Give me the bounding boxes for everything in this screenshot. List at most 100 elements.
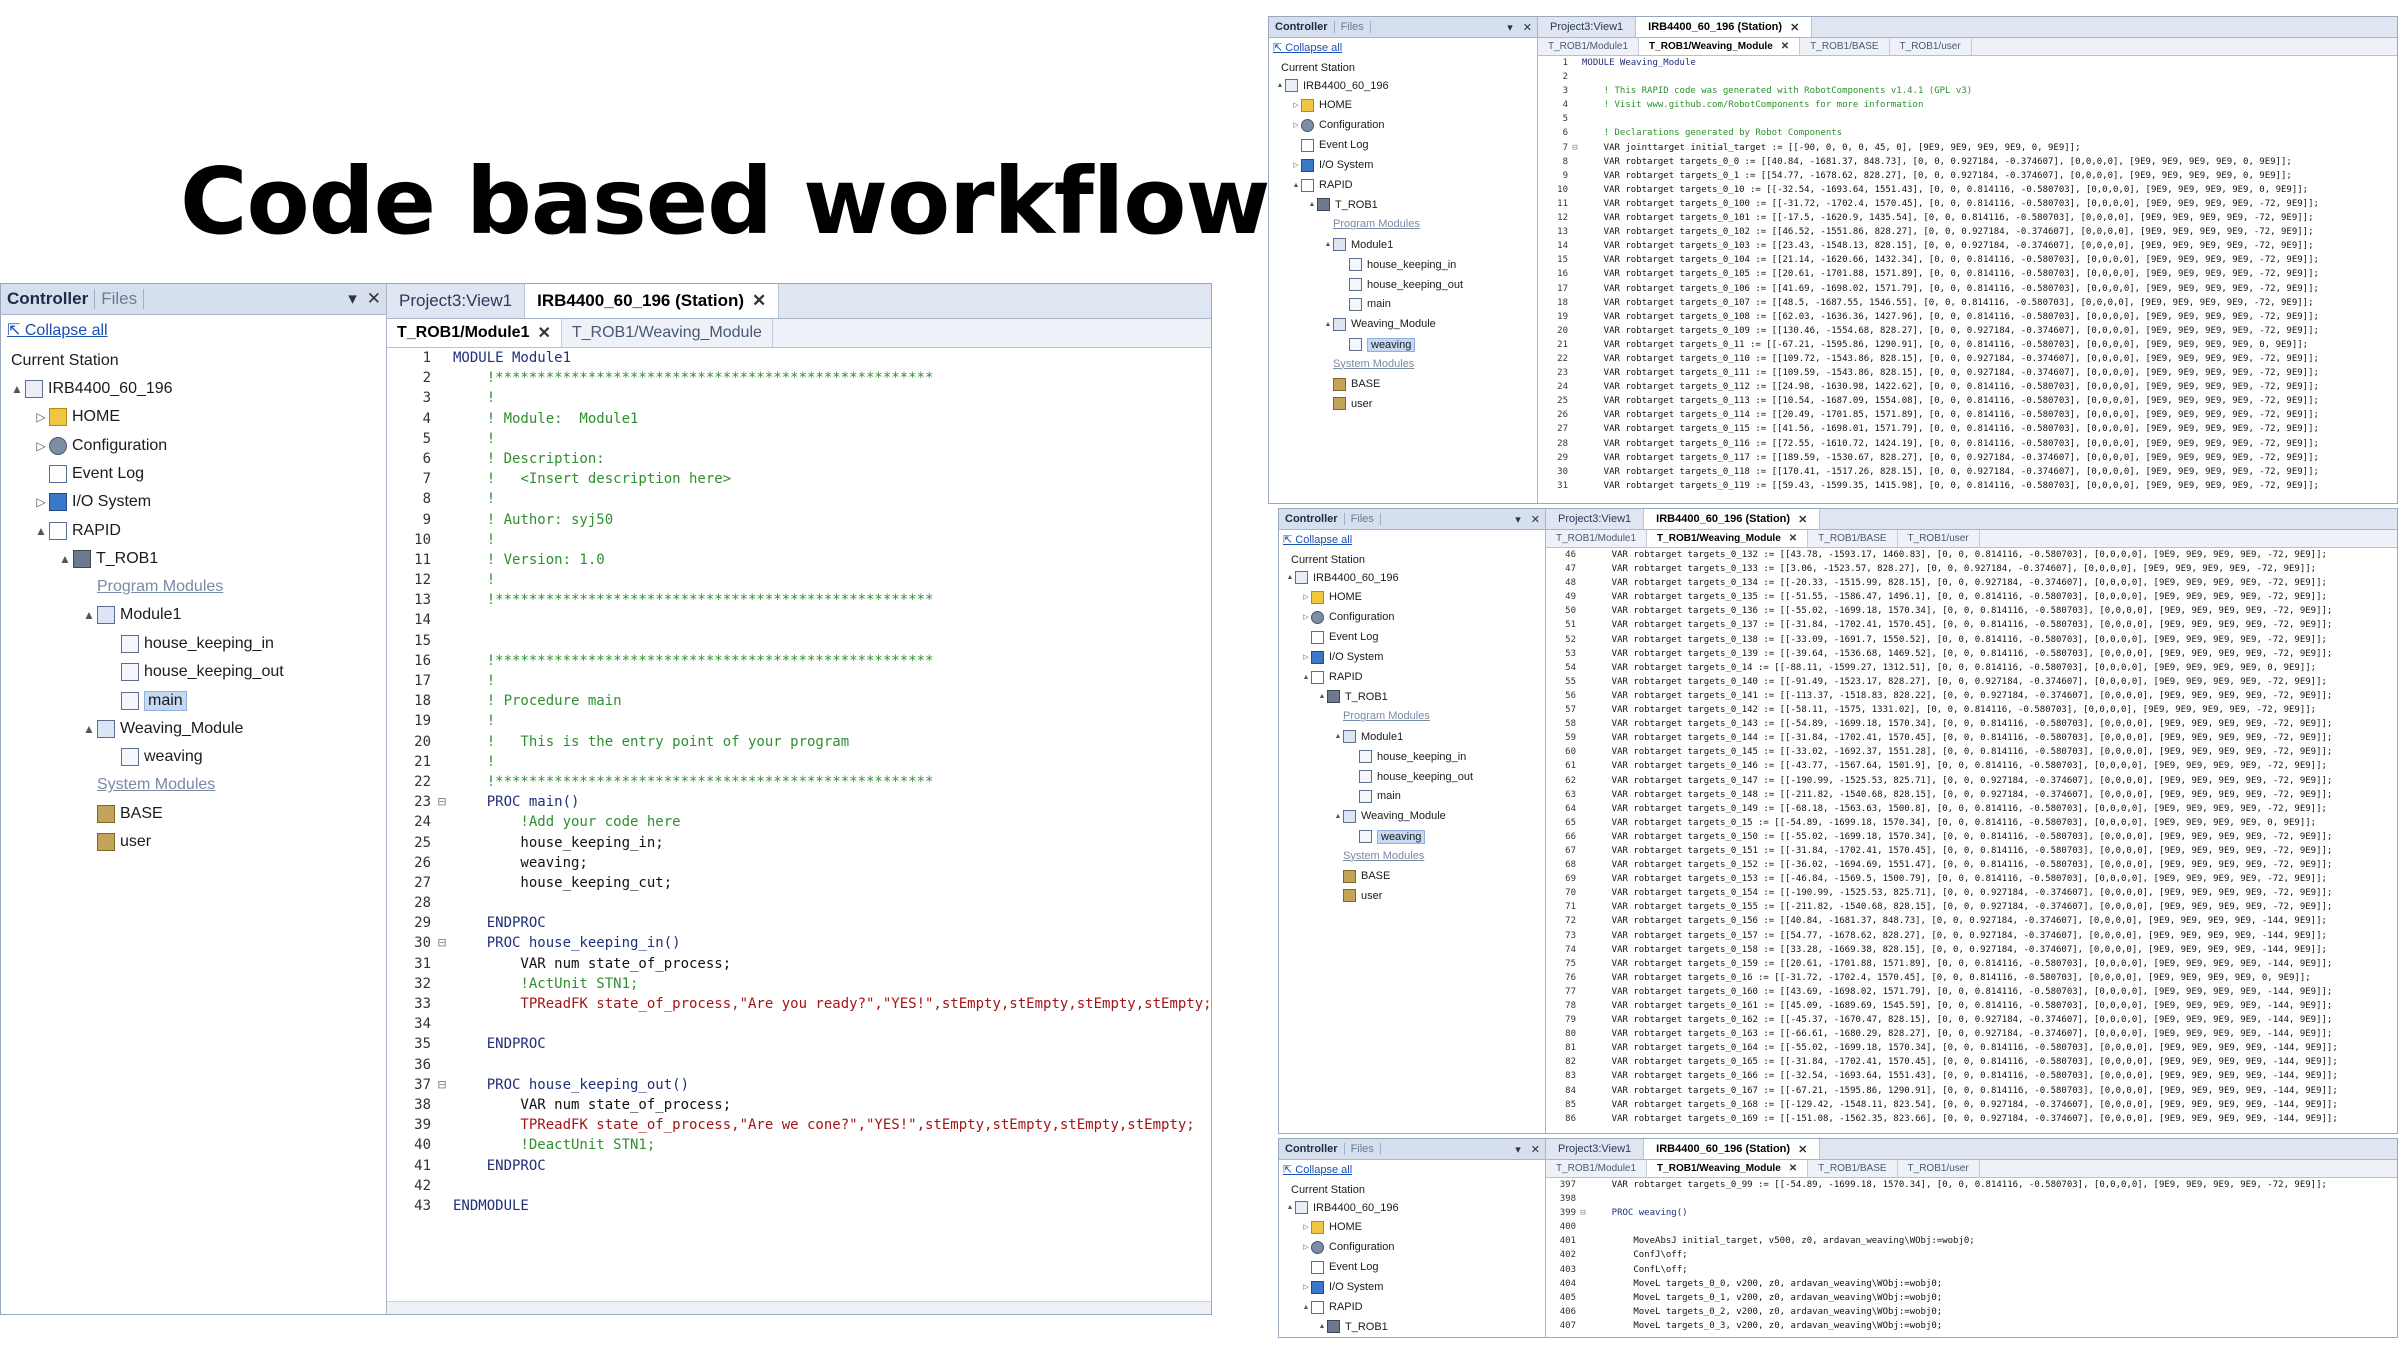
collapse-all-link[interactable]: ⇱ Collapse all: [1273, 42, 1343, 54]
tree-item-io-system[interactable]: ▷I/O System: [33, 493, 151, 512]
tree-item-station[interactable]: ▲IRB4400_60_196: [1285, 1201, 1399, 1214]
collapse-all-link[interactable]: ⇱ Collapse all: [1283, 534, 1353, 546]
code-line[interactable]: 29 VAR robtarget targets_0_117 := [[189.…: [1538, 451, 2397, 465]
expand-toggle-icon[interactable]: ▲: [1276, 82, 1284, 89]
code-line[interactable]: 2 !*************************************…: [387, 368, 1211, 388]
tab-base[interactable]: T_ROB1/BASE: [1808, 1160, 1898, 1177]
code-line[interactable]: 11 VAR robtarget targets_0_100 := [[-31.…: [1538, 197, 2397, 211]
tree-item-house-keeping-in[interactable]: house_keeping_in: [105, 634, 274, 653]
tab-files[interactable]: Files: [1335, 21, 1371, 33]
expand-toggle-icon[interactable]: ▷: [1293, 102, 1299, 110]
code-line[interactable]: 5: [1538, 112, 2397, 126]
code-line[interactable]: 59 VAR robtarget targets_0_144 := [[-31.…: [1546, 731, 2397, 745]
close-icon[interactable]: ✕: [1788, 533, 1798, 544]
expand-toggle-icon[interactable]: ▷: [1293, 162, 1299, 170]
tab-base[interactable]: T_ROB1/BASE: [1800, 38, 1890, 55]
code-line[interactable]: 70 VAR robtarget targets_0_154 := [[-190…: [1546, 886, 2397, 900]
code-line[interactable]: 399⊟ PROC weaving(): [1546, 1206, 2397, 1220]
code-line[interactable]: 20 ! This is the entry point of your pro…: [387, 732, 1211, 752]
expand-toggle-icon[interactable]: ▲: [1286, 1204, 1294, 1211]
code-line[interactable]: 34: [387, 1014, 1211, 1034]
expand-toggle-icon[interactable]: ▲: [1334, 812, 1342, 820]
code-line[interactable]: 64 VAR robtarget targets_0_149 := [[-68.…: [1546, 802, 2397, 816]
code-line[interactable]: 63 VAR robtarget targets_0_148 := [[-211…: [1546, 788, 2397, 802]
expand-toggle-icon[interactable]: ▲: [1324, 241, 1332, 249]
code-line[interactable]: 18 VAR robtarget targets_0_107 := [[48.5…: [1538, 296, 2397, 310]
tab-module1[interactable]: T_ROB1/Module1: [1538, 38, 1640, 55]
tree-item-station[interactable]: ▲IRB4400_60_196: [1275, 79, 1389, 92]
code-line[interactable]: 37⊟ PROC house_keeping_out(): [387, 1075, 1211, 1095]
code-line[interactable]: 65 VAR robtarget targets_0_15 := [[-54.8…: [1546, 816, 2397, 830]
tree-item-module1[interactable]: ▲Module1: [81, 606, 181, 625]
expand-toggle-icon[interactable]: ▷: [1303, 1284, 1309, 1292]
expand-toggle-icon[interactable]: ▷: [1303, 654, 1309, 662]
expand-toggle-icon[interactable]: ▷: [1303, 1224, 1309, 1232]
code-line[interactable]: 15 VAR robtarget targets_0_104 := [[21.1…: [1538, 253, 2397, 267]
expand-toggle-icon[interactable]: ▲: [83, 721, 95, 736]
code-line[interactable]: 38 VAR num state_of_process;: [387, 1095, 1211, 1115]
tree-item-weaving-module[interactable]: ▲Weaving_Module: [1333, 809, 1446, 823]
tree-item-station[interactable]: ▲IRB4400_60_196: [1285, 571, 1399, 584]
code-line[interactable]: 25 VAR robtarget targets_0_113 := [[10.5…: [1538, 394, 2397, 408]
expand-toggle-icon[interactable]: ▲: [83, 608, 95, 623]
code-line[interactable]: 58 VAR robtarget targets_0_143 := [[-54.…: [1546, 717, 2397, 731]
code-line[interactable]: 30 VAR robtarget targets_0_118 := [[170.…: [1538, 465, 2397, 479]
expand-toggle-icon[interactable]: ▲: [1324, 320, 1332, 328]
tree-item-base[interactable]: BASE: [1333, 869, 1390, 883]
tab-weaving-module[interactable]: T_ROB1/Weaving_Module✕: [1647, 530, 1809, 547]
tree-item-main[interactable]: main: [105, 691, 187, 712]
code-line[interactable]: 22 VAR robtarget targets_0_110 := [[109.…: [1538, 352, 2397, 366]
code-line[interactable]: 10 !: [387, 530, 1211, 550]
code-line[interactable]: 80 VAR robtarget targets_0_163 := [[-66.…: [1546, 1027, 2397, 1041]
tree-item-house-keeping-in[interactable]: house_keeping_in: [1339, 258, 1456, 272]
tab-module1[interactable]: T_ROB1/Module1: [1546, 530, 1648, 547]
code-line[interactable]: 53 VAR robtarget targets_0_139 := [[-39.…: [1546, 647, 2397, 661]
tab-controller[interactable]: Controller: [1279, 513, 1345, 525]
code-line[interactable]: 27 VAR robtarget targets_0_115 := [[41.5…: [1538, 422, 2397, 436]
expand-toggle-icon[interactable]: ▲: [1334, 733, 1342, 741]
tab-files[interactable]: Files: [1345, 513, 1381, 525]
close-icon[interactable]: ✕: [1788, 1163, 1798, 1174]
code-line[interactable]: 75 VAR robtarget targets_0_159 := [[20.6…: [1546, 957, 2397, 971]
code-line[interactable]: 29 ENDPROC: [387, 913, 1211, 933]
code-line[interactable]: 61 VAR robtarget targets_0_146 := [[-43.…: [1546, 759, 2397, 773]
tree-item-configuration[interactable]: ▷Configuration: [33, 436, 167, 455]
tree-item-house-keeping-out[interactable]: house_keeping_out: [1339, 278, 1463, 291]
fold-toggle-icon[interactable]: ⊟: [437, 1076, 447, 1093]
code-line[interactable]: 78 VAR robtarget targets_0_161 := [[45.0…: [1546, 999, 2397, 1013]
tree-item-home[interactable]: ▷HOME: [1301, 1220, 1362, 1234]
code-line[interactable]: 5 !: [387, 429, 1211, 449]
expand-toggle-icon[interactable]: ▷: [36, 495, 46, 510]
code-line[interactable]: 48 VAR robtarget targets_0_134 := [[-20.…: [1546, 576, 2397, 590]
code-line[interactable]: 82 VAR robtarget targets_0_165 := [[-31.…: [1546, 1055, 2397, 1069]
fold-toggle-icon[interactable]: ⊟: [1580, 1208, 1586, 1219]
code-line[interactable]: 27 house_keeping_cut;: [387, 873, 1211, 893]
code-line[interactable]: 30⊟ PROC house_keeping_in(): [387, 933, 1211, 953]
code-line[interactable]: 41 ENDPROC: [387, 1156, 1211, 1176]
code-line[interactable]: 73 VAR robtarget targets_0_157 := [[54.7…: [1546, 929, 2397, 943]
tree-item-t-rob1[interactable]: ▲T_ROB1: [57, 549, 158, 568]
code-line[interactable]: 402 ConfJ\off;: [1546, 1248, 2397, 1262]
code-line[interactable]: 405 MoveL targets_0_1, v200, z0, ardavan…: [1546, 1291, 2397, 1305]
fold-toggle-icon[interactable]: ⊟: [1572, 142, 1578, 153]
tree-item-configuration[interactable]: ▷Configuration: [1301, 1240, 1394, 1254]
code-line[interactable]: 36: [387, 1055, 1211, 1075]
tab-weaving-module[interactable]: T_ROB1/Weaving_Module: [562, 319, 773, 347]
code-line[interactable]: 51 VAR robtarget targets_0_137 := [[-31.…: [1546, 618, 2397, 632]
code-line[interactable]: 3 ! This RAPID code was generated with R…: [1538, 84, 2397, 98]
tab-station[interactable]: IRB4400_60_196 (Station)✕: [1636, 17, 1813, 37]
code-line[interactable]: 4 ! Module: Module1: [387, 409, 1211, 429]
code-line[interactable]: 40 !DeactUnit STN1;: [387, 1135, 1211, 1155]
tree-item-main[interactable]: main: [1349, 789, 1401, 803]
code-line[interactable]: 81 VAR robtarget targets_0_164 := [[-55.…: [1546, 1041, 2397, 1055]
code-line[interactable]: 6 ! Declarations generated by Robot Comp…: [1538, 126, 2397, 140]
expand-toggle-icon[interactable]: ▲: [35, 523, 47, 538]
code-line[interactable]: 17 !: [387, 671, 1211, 691]
code-line[interactable]: 400: [1546, 1220, 2397, 1234]
tree-item-weaving-module[interactable]: ▲Weaving_Module: [81, 719, 243, 738]
tree-item-event-log[interactable]: Event Log: [1301, 1260, 1379, 1274]
tree-item-t-rob1[interactable]: ▲T_ROB1: [1317, 690, 1388, 704]
